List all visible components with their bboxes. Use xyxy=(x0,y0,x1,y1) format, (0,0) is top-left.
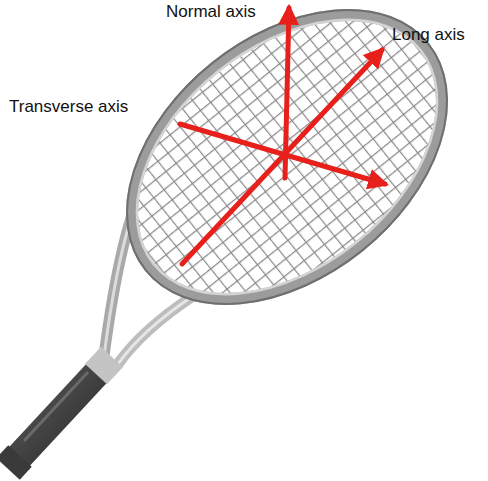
axis-label: Long axis xyxy=(392,26,465,45)
racket-head xyxy=(71,0,488,364)
axis-arrows xyxy=(180,8,385,264)
axis-label: Transverse axis xyxy=(9,98,128,117)
racket-handle xyxy=(8,357,112,469)
long-axis-arrow xyxy=(182,50,382,264)
transverse-axis-arrow xyxy=(180,124,385,184)
axis-label: Normal axis xyxy=(166,3,256,22)
